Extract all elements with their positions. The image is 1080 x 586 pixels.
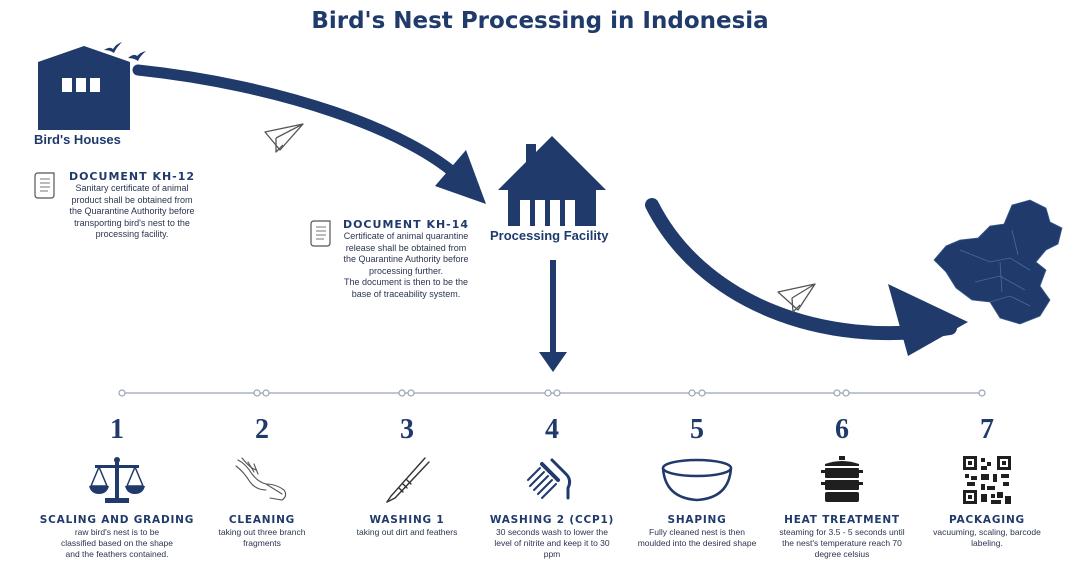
paper-plane-icon [264, 123, 304, 153]
process-step-6: 6 HEAT TREATMENT steaming for 3.5 - 5 se… [768, 410, 916, 560]
china-map-icon [933, 199, 1063, 325]
birds-house-icon [38, 46, 130, 130]
process-step-3: 3 WASHING 1 taking out dirt and feathers [333, 410, 481, 538]
step-number: 4 [545, 414, 559, 445]
transport-arrow-1 [132, 64, 486, 204]
step-number: 6 [835, 414, 849, 445]
qr-code-icon [963, 450, 1011, 510]
step-title: WASHING 2 (CCP1) [489, 514, 615, 526]
step-number: 1 [110, 414, 124, 445]
steamer-icon [817, 450, 867, 510]
document-kh12: DOCUMENT KH-12 Sanitary certificate of a… [62, 170, 202, 241]
document-kh14-scroll-icon [308, 218, 334, 253]
document-text: Certificate of animal quarantine release… [343, 231, 469, 299]
document-kh12-scroll-icon [32, 170, 58, 205]
birds-houses-label: Bird's Houses [34, 132, 121, 147]
step-title: HEAT TREATMENT [784, 514, 900, 526]
step-number: 7 [980, 414, 994, 445]
document-title: DOCUMENT KH-14 [342, 218, 470, 231]
document-kh14: DOCUMENT KH-14 Certificate of animal qua… [336, 218, 476, 300]
step-description: taking out dirt and feathers [356, 527, 458, 537]
process-step-4: 4 WASHING 2 (CCP1) 30 seconds wash to lo… [478, 410, 626, 560]
bird-icon [128, 51, 146, 61]
timeline [118, 389, 986, 397]
document-text: Sanitary certificate of animal product s… [69, 183, 195, 239]
processing-facility-label: Processing Facility [490, 228, 609, 243]
scale-icon [87, 450, 147, 510]
step-number: 3 [400, 414, 414, 445]
step-title: SCALING AND GRADING [39, 514, 195, 526]
process-step-1: 1 SCALING AND GRADING raw bird's nest is… [39, 410, 195, 560]
shower-icon [522, 450, 582, 510]
processing-facility-icon [498, 136, 606, 226]
export-arrow [645, 198, 968, 356]
bowl-icon [659, 450, 735, 510]
step-number: 5 [690, 414, 704, 445]
bird-icon [104, 42, 122, 53]
flow-graphics [38, 42, 1063, 397]
paper-plane-icon [777, 283, 816, 313]
page-title: Bird's Nest Processing in Indonesia [311, 8, 769, 34]
hand-icon [232, 450, 292, 510]
step-title: CLEANING [228, 514, 296, 526]
step-title: SHAPING [667, 514, 727, 526]
document-title: DOCUMENT KH-12 [68, 170, 196, 183]
step-title: PACKAGING [949, 514, 1025, 526]
step-title: WASHING 1 [369, 514, 445, 526]
step-number: 2 [255, 414, 269, 445]
down-arrow [539, 260, 567, 372]
tweezers-icon [377, 450, 437, 510]
